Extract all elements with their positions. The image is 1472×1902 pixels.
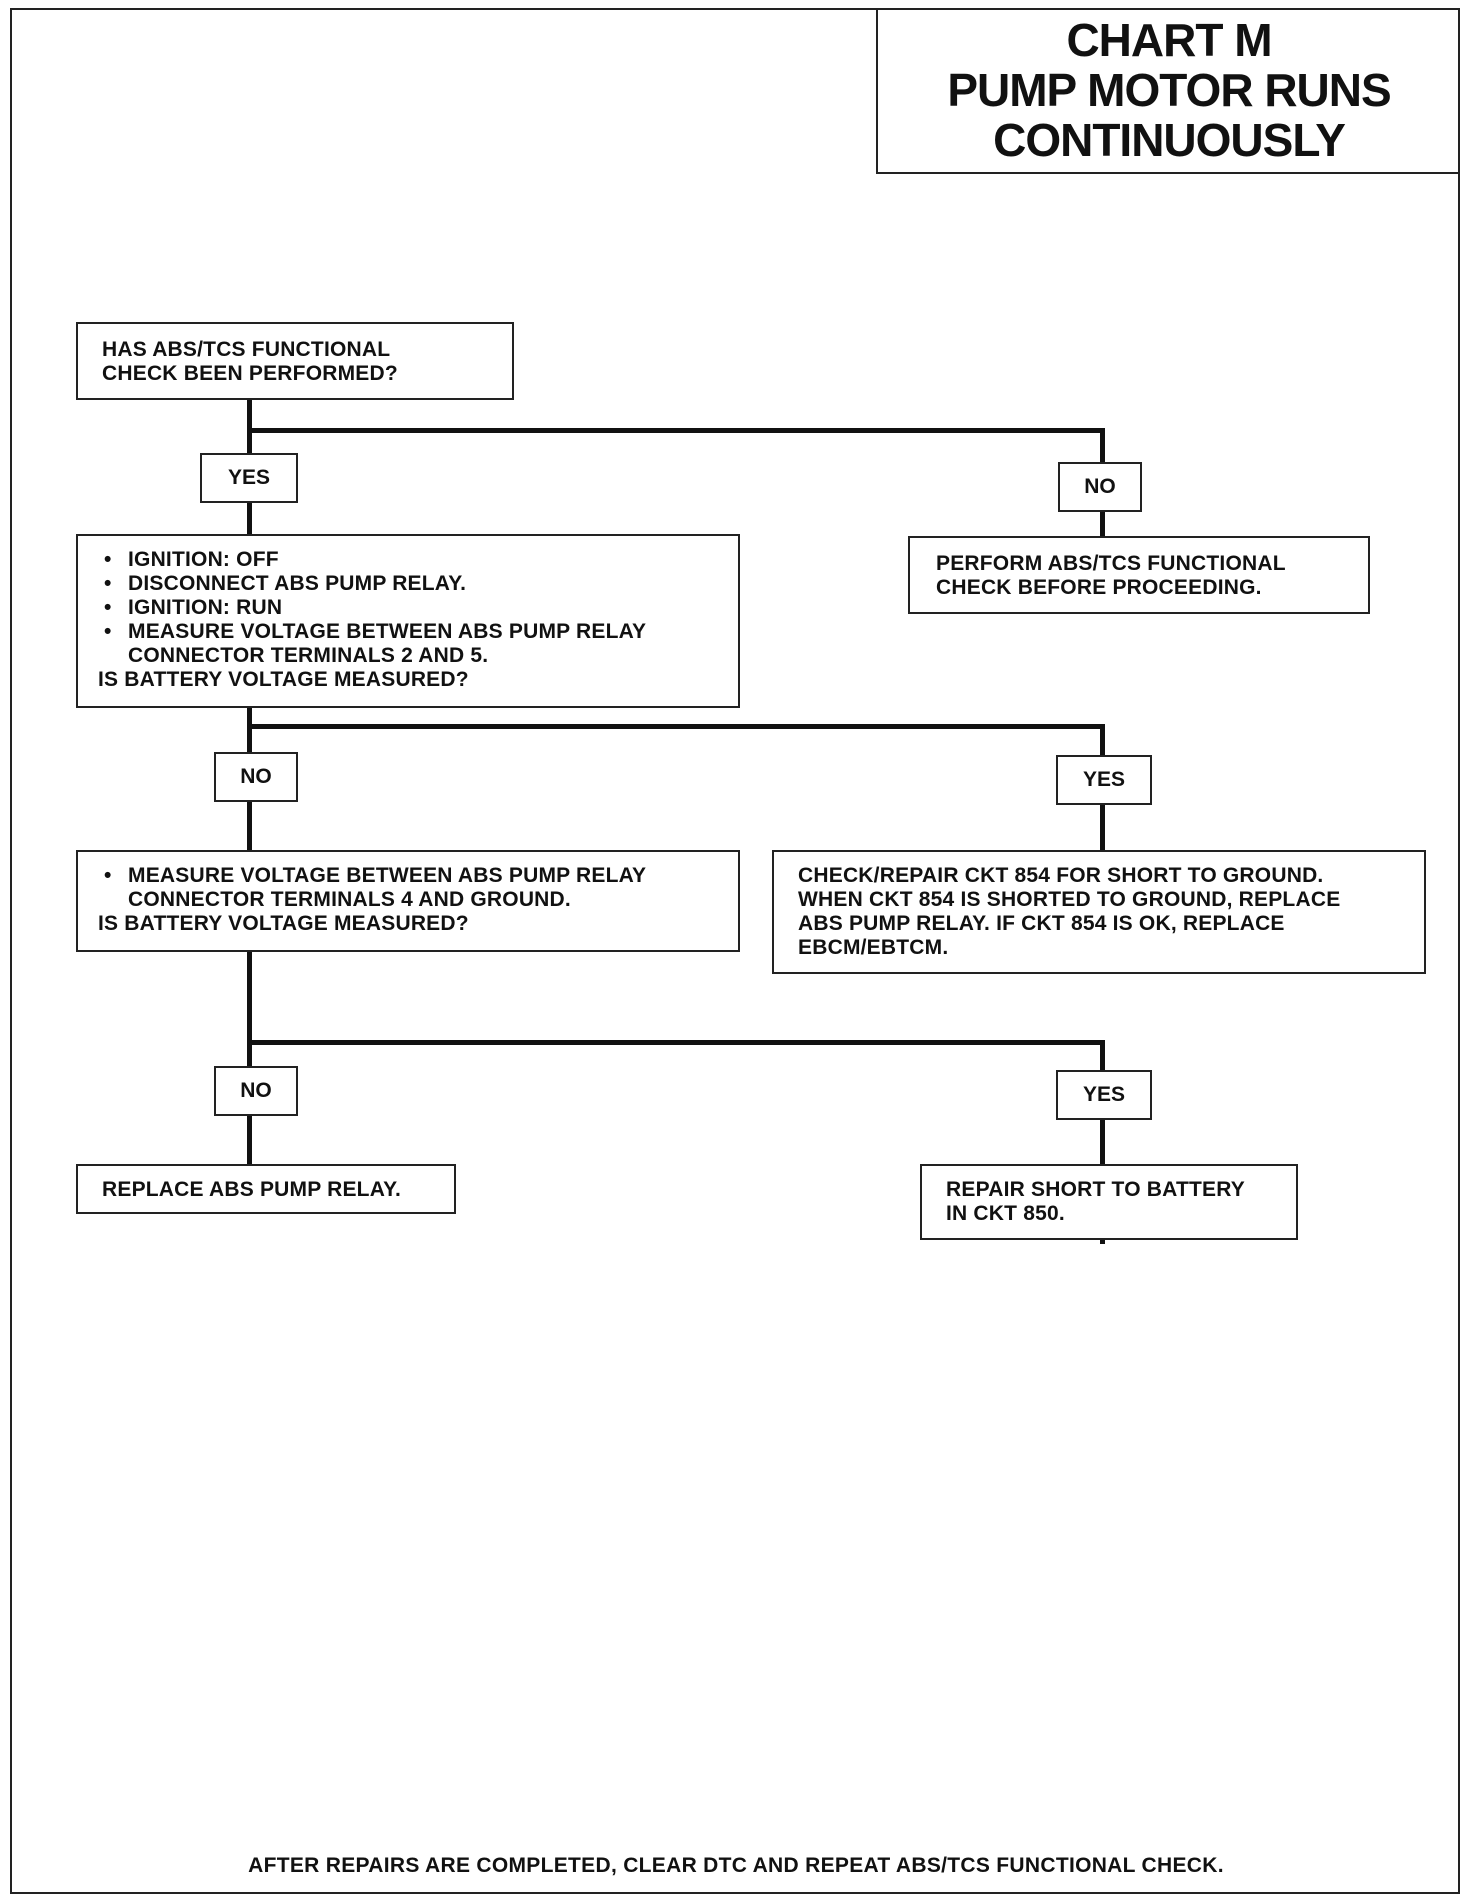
label-no-2: NO [214, 752, 298, 802]
action-replace-abs-pump-relay: REPLACE ABS PUMP RELAY. [76, 1164, 456, 1214]
question-voltage-terminal-4-ground: MEASURE VOLTAGE BETWEEN ABS PUMP RELAY C… [76, 850, 740, 952]
connector-branch-3 [247, 1040, 1105, 1045]
action-perform-functional-check: PERFORM ABS/TCS FUNCTIONAL CHECK BEFORE … [908, 536, 1370, 614]
connector-branch-1 [247, 428, 1105, 433]
connector-no2-down [247, 798, 252, 854]
question-functional-check: HAS ABS/TCS FUNCTIONAL CHECK BEEN PERFOR… [76, 322, 514, 400]
chart-title: CHART M PUMP MOTOR RUNS CONTINUOUSLY [876, 8, 1460, 174]
connector-q3-down [247, 950, 252, 1070]
connector-q1-down [247, 398, 252, 454]
footer-note: AFTER REPAIRS ARE COMPLETED, CLEAR DTC A… [248, 1854, 1224, 1877]
label-yes-1: YES [200, 453, 298, 503]
action-check-repair-ckt-854: CHECK/REPAIR CKT 854 FOR SHORT TO GROUND… [772, 850, 1426, 974]
connector-branch-2 [247, 724, 1105, 729]
title-line-2: PUMP MOTOR RUNS [947, 64, 1391, 116]
connector-q2-down [247, 706, 252, 760]
question-voltage-terminals-2-5: IGNITION: OFF DISCONNECT ABS PUMP RELAY.… [76, 534, 740, 708]
label-no-3: NO [214, 1066, 298, 1116]
title-line-3: CONTINUOUSLY [993, 114, 1346, 166]
label-yes-3: YES [1056, 1070, 1152, 1120]
connector-no3-down [247, 1114, 252, 1166]
label-yes-2: YES [1056, 755, 1152, 805]
connector-yes1-down [247, 500, 252, 536]
action-repair-short-ckt-850: REPAIR SHORT TO BATTERY IN CKT 850. [920, 1164, 1298, 1240]
label-no-1: NO [1058, 462, 1142, 512]
page-frame [10, 8, 1460, 1894]
title-line-1: CHART M [1066, 14, 1272, 66]
connector-branch-3-right [1100, 1040, 1105, 1244]
